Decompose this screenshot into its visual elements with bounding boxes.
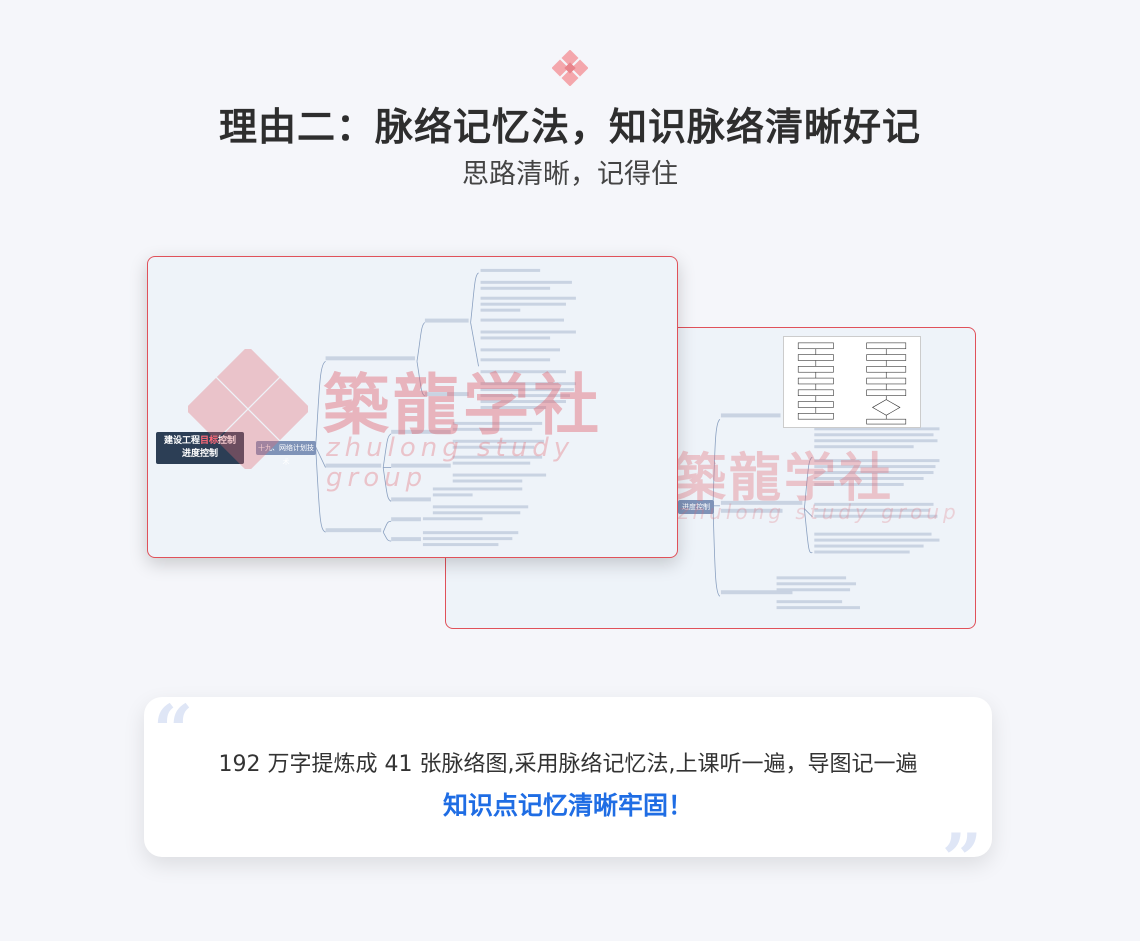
flower-logo-icon [552, 50, 588, 86]
page-title: 理由二：脉络记忆法，知识脉络清晰好记 [218, 105, 921, 149]
watermark-subtext: zhulong study group [326, 433, 575, 493]
quote-card: “ 192 万字提炼成 41 张脉络图,采用脉络记忆法,上课听一遍，导图记一遍 … [144, 689, 992, 901]
quote-open-icon: “ [153, 689, 194, 772]
watermark-text: 築龍学社 [323, 366, 603, 444]
watermark-text: 築龍学社 [674, 448, 895, 509]
mindmap-lines [315, 268, 576, 547]
mindmap-card-front: 建设工程目标控制 进度控制 十九、网络计划技术 築龍学社 zhulong stu… [147, 256, 678, 558]
root-title-accent: 目标 [199, 436, 218, 446]
quote-close-icon: ” [941, 818, 982, 901]
mindmap-root-node: 建设工程目标控制 进度控制 [156, 432, 244, 464]
watermark-subtext: zhulong study group [678, 500, 960, 524]
flowchart-diagram [783, 336, 921, 428]
root-title-post: 控制 [218, 436, 236, 446]
quote-highlight: 知识点记忆清晰牢固！ [442, 791, 693, 820]
root-title-pre: 建设工程 [163, 436, 200, 446]
watermark-flower-icon [188, 349, 308, 469]
mindmap-lines [712, 413, 940, 610]
page-subtitle: 思路清晰，记得住 [462, 159, 678, 190]
mindmap-card-back: 进度控制 築龍学社 zhulong study group [445, 327, 976, 629]
root-subtitle: 进度控制 [181, 449, 218, 459]
mindmap-branch-node: 进度控制 [678, 500, 714, 514]
quote-text: 192 万字提炼成 41 张脉络图,采用脉络记忆法,上课听一遍，导图记一遍 [218, 752, 918, 777]
mindmap-branch-node: 十九、网络计划技术 [256, 441, 316, 466]
